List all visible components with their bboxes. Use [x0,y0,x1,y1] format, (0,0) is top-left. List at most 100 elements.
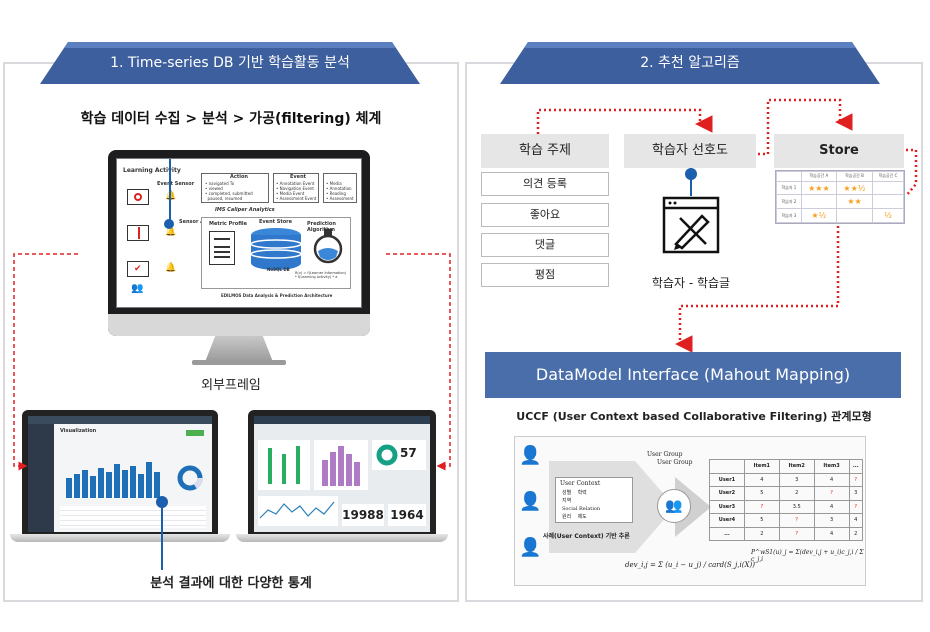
matrix-header: ... [848,459,863,474]
laptop-right-panel-4 [258,496,338,526]
context-item: Social Relation [562,506,601,512]
right-panel-tab-label: 2. 추천 알고리즘 [640,55,740,71]
store-box: Store [774,134,904,168]
matrix-cell: 4 [813,472,850,487]
matrix-cell: 3.5 [778,499,815,514]
screen-nosql: NoSQL DB [267,267,290,272]
store-table-cell: ★★★ [800,180,837,196]
database-icon [250,228,302,270]
store-table-cell: 학습자 3 [776,208,802,223]
laptop-right-panel-1 [258,440,310,490]
laptop-right-stat-2: 19988 [342,504,384,526]
laptop-left-base [10,534,230,542]
matrix-cell: 5 [743,486,780,501]
book-icon [127,225,149,241]
store-table-cell [835,208,874,223]
store-table-cell: ★★ [835,194,874,210]
screen-event-label: Event [290,174,307,180]
matrix-header: Item2 [778,459,815,474]
screen-event-store: Event Store [259,219,293,225]
datamodel-interface-bar: DataModel Interface (Mahout Mapping) [485,352,901,398]
preference-marker-dot [685,168,697,180]
user-icon-2: 👤 [519,491,542,512]
laptop-right-stat-3: 1964 [388,504,426,526]
option-like: 좋아요 [481,203,609,227]
edit-document-icon [662,196,720,254]
screen-event-sensor: Event Sensor [157,181,195,187]
laptop-left-bar-chart [66,462,160,498]
screen-connector [169,159,171,225]
document-icon [209,231,235,265]
store-table-cell [872,194,904,210]
learner-caption: 학습자 - 학습글 [651,276,731,290]
matrix-cell: 3 [813,513,850,528]
user-context-label: User Context [560,480,601,487]
screen-learning-activity: Learning Activity [123,167,181,174]
laptop-left-display: Visualization [28,416,212,532]
user-group-icon: 👥 [657,489,691,523]
laptop-left-topbar [28,416,212,424]
right-panel-tab: 2. 추천 알고리즘 [500,40,880,86]
laptop-right-base [236,534,448,542]
laptop-left-table [60,506,206,528]
screen-prediction: Prediction Algorithm [307,221,336,233]
option-reply: 댓글 [481,233,609,257]
laptops-caption: 분석 결과에 대한 다양한 통계 [150,576,312,591]
preference-connector [690,168,692,196]
matrix-header: Item1 [743,459,780,474]
uccf-model-figure: 👤 👤 👤 User Context 성별 학력 지역 Social Relat… [514,436,866,586]
store-table-header: 학습공간 C [872,171,904,182]
monitor: Learning Activity ✔ 👥 Event Sensor Senso… [108,150,370,336]
laptop-connector [161,500,163,570]
screen-event-box: Event • Annotation Event • Navigation Ev… [273,173,319,203]
matrix-cell: User1 [709,472,745,487]
matrix-cell: User3 [709,499,745,514]
monitor-caption: 외부프레임 [201,378,261,393]
laptop-marker-dot [156,496,168,508]
matrix-cell: 4 [813,526,850,541]
screen-formula: R(x) = f(Learner Information) * f(Learni… [295,271,347,279]
monitor-screen: Learning Activity ✔ 👥 Event Sensor Senso… [116,158,362,308]
example-label: 사례(User Context) 기반 추론 [543,533,630,540]
matrix-cell: User4 [709,513,745,528]
topic-box: 학습 주제 [481,134,609,168]
group-icon: 👥 [131,283,144,294]
laptop-right-panel-3: 57 [372,440,426,470]
store-table-cell [872,180,904,196]
left-panel-tab-label: 1. Time-series DB 기반 학습활동 분석 [110,55,350,71]
matrix-cell: 2 [743,526,780,541]
option-rating: 평점 [481,263,609,287]
option-comment-register: 의견 등록 [481,172,609,196]
matrix-cell: 4 [848,513,863,528]
matrix-cell: 2 [778,486,815,501]
sensor-icon-3: 🔔 [165,263,177,273]
formula-right: P^wS1(u)_j = Σ(dev_i,j + u_i)c_j,i / Σ c… [751,549,864,563]
monitor-stand [205,336,273,362]
matrix-cell: 4 [813,499,850,514]
laptop-right-stat-1: 57 [400,446,417,460]
screen-media-list: • Media • Annotation • Reading • Assessm… [326,181,354,201]
laptop-left-title: Visualization [60,428,97,434]
matrix-cell: ? [778,513,815,528]
store-table-cell: ★½ [800,208,837,223]
laptop-right-topbar [254,416,430,424]
context-item: 지역 [562,498,572,504]
matrix-cell: 3 [848,486,863,501]
matrix-header [709,459,745,474]
matrix-cell: User2 [709,486,745,501]
context-item: 제도 [577,514,587,520]
matrix-cell: ? [813,486,850,501]
matrix-cell: ? [778,526,815,541]
left-panel-title: 학습 데이터 수집 > 분석 > 가공(filtering) 체계 [80,111,382,127]
laptop-right-panel-2 [314,440,368,490]
laptop-left-sidebar [28,416,54,532]
store-table-cell [800,194,837,210]
left-panel-tab: 1. Time-series DB 기반 학습활동 분석 [40,40,420,86]
laptop-right-display: 57 19988 1964 [254,416,430,532]
user-context-box: User Context 성별 학력 지역 Social Relation 원리… [555,477,633,523]
screen-action-list: • navigated To • viewed • completed, sub… [205,181,253,201]
monitor-stand-base [192,360,286,365]
